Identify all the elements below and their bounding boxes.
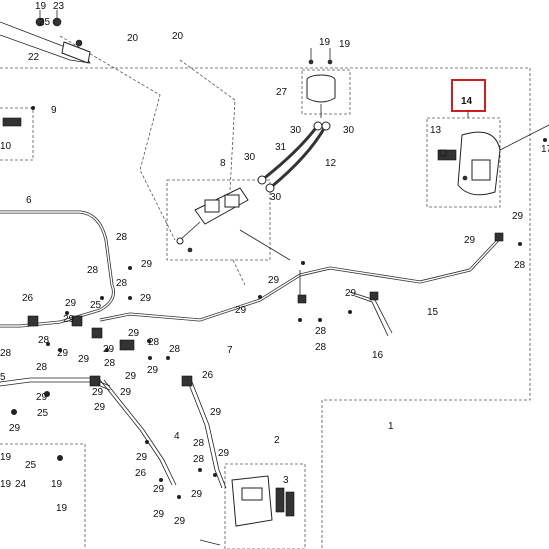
label-7: 7 — [227, 345, 233, 356]
label-6: 6 — [26, 195, 32, 206]
label-29: 29 — [125, 371, 137, 382]
label-28: 28 — [315, 342, 327, 353]
label-29: 29 — [36, 392, 48, 403]
label-30: 30 — [290, 125, 302, 136]
label-28: 28 — [169, 344, 181, 355]
label-24: 24 — [15, 479, 27, 490]
label-25: 25 — [90, 300, 102, 311]
label-29: 29 — [94, 402, 106, 413]
label-29: 29 — [153, 484, 165, 495]
label-19: 19 — [319, 37, 331, 48]
label-25: 25 — [25, 460, 37, 471]
label-29: 29 — [92, 387, 104, 398]
master-cylinder — [176, 187, 249, 253]
label-29: 29 — [140, 293, 152, 304]
label-19: 19 — [51, 479, 63, 490]
pedal-linkage — [0, 10, 91, 64]
label-9: 9 — [51, 105, 57, 116]
label-26: 26 — [22, 293, 34, 304]
label-31: 31 — [275, 142, 287, 153]
label-28: 28 — [116, 232, 128, 243]
label-17: 17 — [541, 144, 549, 155]
label-28: 28 — [193, 454, 205, 465]
label-20: 20 — [172, 31, 184, 42]
label-29: 29 — [464, 235, 476, 246]
label-29: 29 — [65, 298, 77, 309]
label-19: 19 — [35, 1, 47, 12]
label-19: 19 — [339, 39, 351, 50]
label-3: 3 — [283, 475, 289, 486]
label-16: 16 — [372, 350, 384, 361]
caliper-assembly-top-right — [437, 124, 549, 196]
label-29: 29 — [235, 305, 247, 316]
label-23: 23 — [53, 1, 65, 12]
label-29: 29 — [63, 314, 75, 325]
label-20: 20 — [127, 33, 139, 44]
label-15: 15 — [427, 307, 439, 318]
label-28: 28 — [514, 260, 526, 271]
label-29: 29 — [174, 516, 186, 527]
label-30: 30 — [343, 125, 355, 136]
label-19: 19 — [56, 503, 68, 514]
label-28: 28 — [116, 278, 128, 289]
label-28: 28 — [193, 438, 205, 449]
label-27: 27 — [276, 87, 288, 98]
label-26: 26 — [202, 370, 214, 381]
fittings-and-bolts — [2, 106, 547, 546]
label-14: 14 — [461, 96, 473, 107]
label-1: 1 — [388, 421, 394, 432]
label-28: 28 — [0, 348, 12, 359]
label-25: 25 — [39, 17, 51, 28]
label-29: 29 — [345, 288, 357, 299]
label-22: 22 — [28, 52, 40, 63]
label-8: 8 — [220, 158, 226, 169]
label-19: 19 — [0, 452, 12, 463]
label-10: 10 — [0, 141, 12, 152]
label-28: 28 — [38, 335, 50, 346]
label-25: 25 — [37, 408, 49, 419]
label-12: 12 — [325, 158, 337, 169]
label-28: 28 — [148, 337, 160, 348]
label-29: 29 — [147, 365, 159, 376]
label-29: 29 — [120, 387, 132, 398]
label-28: 28 — [104, 358, 116, 369]
label-29: 29 — [128, 328, 140, 339]
callout-labels: 19 23 25 22 20 20 19 19 27 30 30 31 12 8… — [0, 1, 549, 527]
label-29: 29 — [57, 348, 69, 359]
label-30: 30 — [270, 192, 282, 203]
label-29: 29 — [141, 259, 153, 270]
label-5: 5 — [0, 372, 6, 383]
caliper-assembly-bottom — [231, 475, 295, 527]
label-29: 29 — [9, 423, 21, 434]
label-19: 19 — [0, 479, 12, 490]
label-28: 28 — [315, 326, 327, 337]
label-30: 30 — [244, 152, 256, 163]
label-26: 26 — [135, 468, 147, 479]
assembly-boundaries — [0, 35, 531, 549]
label-29: 29 — [191, 489, 203, 500]
brake-lines — [0, 210, 502, 489]
label-13: 13 — [430, 125, 442, 136]
part-14-highlight — [451, 79, 486, 118]
reservoir-hose — [257, 121, 331, 193]
label-29: 29 — [512, 211, 524, 222]
label-28: 28 — [87, 265, 99, 276]
label-28: 28 — [36, 362, 48, 373]
label-29: 29 — [153, 509, 165, 520]
label-29: 29 — [78, 354, 90, 365]
label-29: 29 — [210, 407, 222, 418]
label-29: 29 — [136, 452, 148, 463]
label-2: 2 — [274, 435, 280, 446]
label-4: 4 — [174, 431, 180, 442]
label-29: 29 — [103, 344, 115, 355]
label-29: 29 — [268, 275, 280, 286]
brake-fluid-reservoir — [306, 48, 336, 118]
label-29: 29 — [218, 448, 230, 459]
